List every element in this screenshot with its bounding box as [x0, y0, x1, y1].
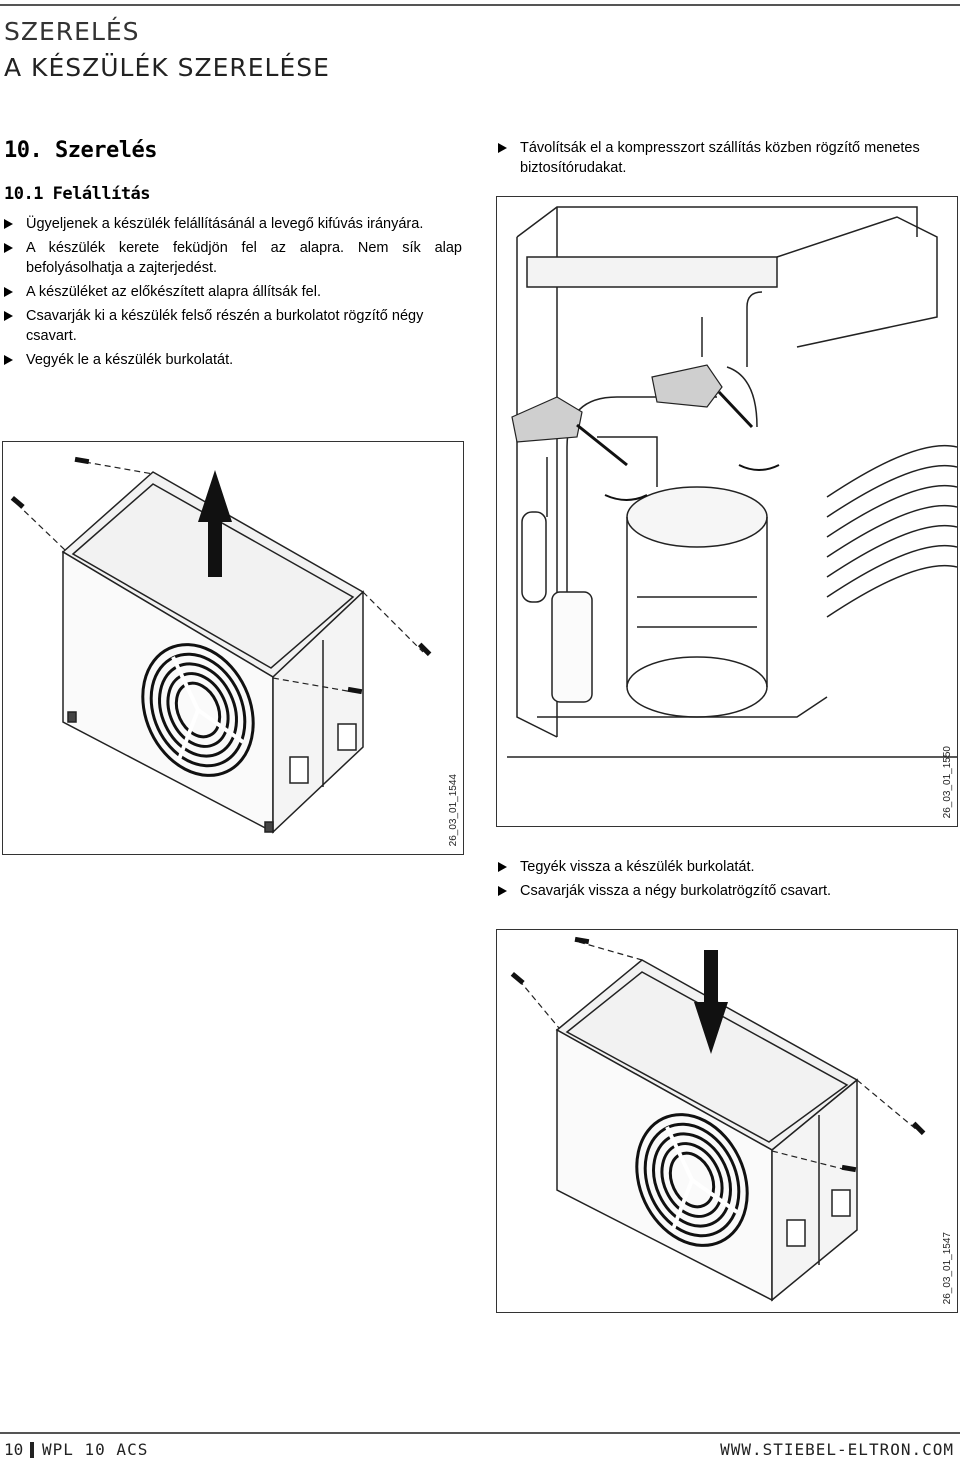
bullet-arrow-icon: [498, 886, 507, 896]
page-number: 10: [4, 1440, 24, 1459]
bullet-arrow-icon: [4, 243, 13, 253]
arrow-up-icon: [198, 470, 232, 577]
footer-divider: [30, 1442, 34, 1458]
heat-pump-casing-removal-illustration: [10, 456, 432, 834]
right-mid-instructions: Tegyék vissza a készülék burkolatát. Csa…: [498, 857, 958, 905]
right-top-instructions: Távolítsák el a kompresszort szállítás k…: [498, 138, 958, 182]
figure-code: 26_03_01_1544: [448, 773, 459, 846]
fan-grille-icon: [635, 1113, 749, 1247]
setup-instructions: Ügyeljenek a készülék felállításánál a l…: [4, 214, 462, 370]
rotate-arrow-icon: [604, 464, 780, 501]
list-item: Vegyék le a készülék burkolatát.: [4, 350, 462, 370]
bullet-arrow-icon: [4, 311, 13, 321]
website-link[interactable]: WWW.STIEBEL-ELTRON.COM: [720, 1440, 954, 1459]
page-title: A KÉSZÜLÉK SZERELÉSE: [4, 53, 330, 82]
section-heading: 10.1 Felállítás: [4, 184, 151, 204]
bullet-arrow-icon: [4, 287, 13, 297]
figure-code: 26_03_01_1547: [942, 1231, 953, 1304]
model-name: WPL 10 ACS: [42, 1440, 149, 1459]
heat-pump-casing-refit-illustration: [510, 936, 926, 1302]
left-column: 10. Szerelés 10.1 Felállítás Ügyeljenek …: [4, 138, 462, 374]
figure-replace-casing: 26_03_01_1547: [496, 929, 958, 1313]
bullet-arrow-icon: [498, 143, 507, 153]
bullet-arrow-icon: [4, 219, 13, 229]
hand-with-wrench-icon: [511, 364, 723, 443]
list-item: Csavarják ki a készülék felső részén a b…: [4, 306, 462, 346]
section-label: SZERELÉS: [4, 17, 140, 46]
list-item: Távolítsák el a kompresszort szállítás k…: [498, 138, 958, 178]
arrow-down-icon: [694, 950, 728, 1054]
figure-compressor-transport-rods: 26_03_01_1550: [496, 196, 958, 827]
screw-icon: [10, 456, 432, 695]
list-item: Tegyék vissza a készülék burkolatát.: [498, 857, 958, 877]
bullet-arrow-icon: [4, 355, 13, 365]
screw-icon: [510, 936, 926, 1173]
list-item: A készüléket az előkészített alapra állí…: [4, 282, 462, 302]
header-rule: [0, 4, 960, 6]
bullet-arrow-icon: [498, 862, 507, 872]
figure-code: 26_03_01_1550: [942, 745, 953, 818]
page-footer: 10 WPL 10 ACS WWW.STIEBEL-ELTRON.COM: [0, 1432, 960, 1459]
figure-remove-casing: 26_03_01_1544: [2, 441, 464, 855]
list-item: A készülék kerete feküdjön fel az alapra…: [4, 238, 462, 278]
compressor-internal-illustration: [507, 206, 958, 758]
chapter-heading: 10. Szerelés: [4, 138, 157, 163]
fan-grille-icon: [141, 643, 255, 777]
list-item: Csavarják vissza a négy burkolatrögzítő …: [498, 881, 958, 901]
list-item: Ügyeljenek a készülék felállításánál a l…: [4, 214, 462, 234]
